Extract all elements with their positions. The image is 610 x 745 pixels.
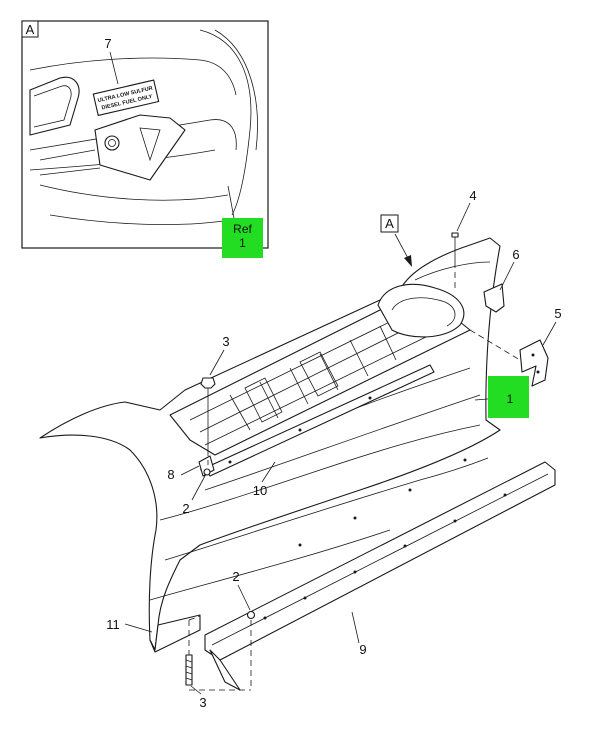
ref-1-hotspot[interactable]: Ref 1 (222, 218, 263, 258)
tank-cutout (377, 283, 465, 338)
inset-bottom-edge (39, 184, 229, 201)
lower-edge-11 (149, 614, 201, 653)
callout-3-top: 3 (222, 334, 229, 349)
inset-view-letter: A (26, 22, 35, 37)
bolt-3-top (200, 377, 216, 450)
strip-hole-a (228, 460, 232, 464)
mud-flap-strip-9 (204, 461, 556, 661)
view-marker-box (380, 214, 399, 233)
item-1-hotspot-box[interactable] (488, 376, 529, 418)
deck-cross-members (229, 325, 397, 431)
callout-9: 9 (359, 642, 366, 657)
leader-11 (124, 623, 153, 633)
inset-view: A ULTRA LOW SULFUR DIESEL FUEL ONLY 7 Re… (21, 20, 269, 258)
ref-1-label-line1: Ref (233, 222, 252, 236)
leader-7 (109, 51, 119, 85)
item-1-hotspot[interactable]: 1 (488, 376, 529, 418)
main-view: A (39, 188, 562, 710)
callout-4: 4 (469, 188, 476, 203)
bracket-5-hole-a (531, 353, 535, 357)
panel-contour-4 (164, 457, 489, 561)
leader-2-left (191, 473, 207, 501)
callout-3-bottom: 3 (199, 695, 206, 710)
leader-6 (499, 261, 515, 291)
inset-step-edge (29, 119, 237, 151)
callout-8: 8 (167, 467, 174, 482)
view-marker-arrowhead (404, 255, 412, 267)
upper-flange (414, 261, 491, 281)
leader-5 (542, 321, 557, 346)
leader-3-bottom (190, 685, 202, 695)
inset-fuel-cap (104, 135, 120, 151)
dash-lower-fasteners (188, 615, 252, 691)
inset-contour-outer (199, 29, 252, 216)
bracket-5-hole-b (536, 370, 540, 374)
callout-2-left: 2 (182, 501, 189, 516)
callout-2-lower: 2 (232, 569, 239, 584)
mud-flap-fold (211, 473, 549, 646)
inset-bottom-edge2 (49, 214, 231, 225)
bolt-4 (451, 232, 459, 262)
bolt-3-bottom (185, 654, 193, 686)
ref-1-label-line2: 1 (239, 236, 246, 250)
leader-3-top (209, 349, 225, 376)
callout-6: 6 (512, 247, 519, 262)
bracket-6 (483, 283, 505, 313)
bracket-5 (519, 339, 549, 387)
panel-contour-2 (204, 394, 481, 491)
leader-ref-1 (227, 185, 235, 219)
inset-contour-top (29, 57, 237, 96)
nut-2-lower (246, 610, 256, 620)
leader-9 (351, 611, 360, 644)
inset-contour-outer2 (214, 29, 258, 151)
panel-contour-3 (159, 424, 481, 521)
callout-10: 10 (253, 483, 267, 498)
nut-2-left (203, 468, 211, 476)
inset-step-lines (39, 149, 101, 176)
ref-1-hotspot-box[interactable] (222, 218, 263, 258)
leader-10 (261, 461, 276, 483)
strip-hole-b (298, 428, 302, 432)
inset-fuel-cap-inner (108, 139, 116, 147)
callout-7: 7 (104, 36, 111, 51)
leader-8 (180, 465, 200, 476)
view-marker-letter: A (385, 216, 394, 231)
inset-filler-notch (139, 127, 161, 162)
tank-cutout-inner (391, 297, 456, 327)
inset-letter-box (21, 20, 39, 38)
item-1-label: 1 (507, 392, 514, 406)
deck-openings (244, 351, 339, 423)
leader-4 (456, 202, 471, 232)
mud-flap-holes (263, 458, 507, 620)
inset-fender-panel (29, 76, 80, 136)
callout-5: 5 (554, 306, 561, 321)
panel-contour-5 (149, 529, 391, 601)
callout-11: 11 (106, 617, 120, 632)
strip-hole-c (368, 396, 372, 400)
decal-label (92, 79, 160, 117)
leader-2-lower (237, 584, 251, 611)
inset-filler-recess (94, 114, 186, 181)
inset-fender-inner (33, 85, 72, 128)
